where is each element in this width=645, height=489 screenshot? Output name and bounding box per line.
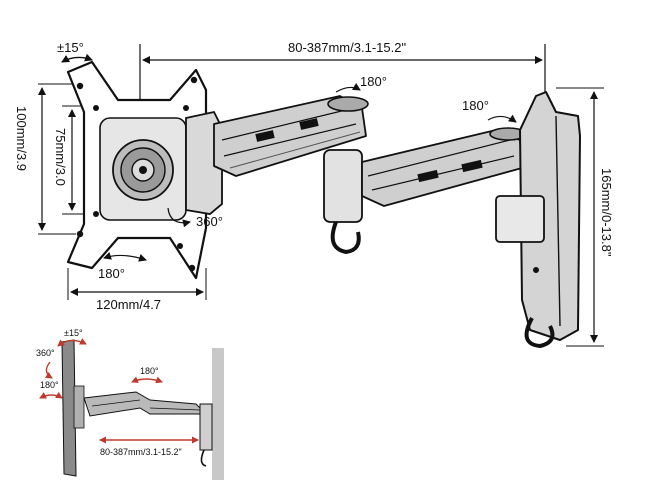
inset-rotate-label: 360° <box>36 348 55 358</box>
inset-arm-rib <box>91 399 141 407</box>
arm-slot <box>461 159 483 173</box>
inset-arm <box>83 391 208 417</box>
arm-link-two-rib <box>371 155 515 191</box>
vesa-hole-icon <box>183 105 189 111</box>
arm-link-two <box>361 129 523 207</box>
arm-link-one-rib <box>223 123 357 157</box>
rotation-wall-arrow-icon <box>487 114 517 123</box>
wall-plate-edge <box>555 115 561 327</box>
arm-link-one <box>213 95 367 177</box>
tilt-label: ±15° <box>57 40 84 55</box>
vesa-hole-icon <box>177 243 183 249</box>
arm-link-one-rib <box>229 131 361 169</box>
inset-swivel-arm-label: 180° <box>140 366 159 376</box>
vesa-width-label: 120mm/4.7 <box>96 297 161 312</box>
inset-tilt-arrow-icon <box>57 338 87 347</box>
vesa-hole-icon <box>190 76 198 84</box>
rotation-plate-arrow-icon <box>167 207 191 228</box>
swivel-bottom-label: 180° <box>98 266 125 281</box>
inset-cable-hook-icon <box>200 449 207 467</box>
wall-cable-hook-icon <box>524 317 555 349</box>
rotation-wall-label: 180° <box>462 98 489 113</box>
tilt-arrow-icon <box>61 53 93 63</box>
inset-extension-label: 80-387mm/3.1-15.2" <box>100 447 182 457</box>
middle-joint-top <box>327 96 369 112</box>
vesa-hole-icon <box>76 230 84 238</box>
rotation-plate-label: 360° <box>196 214 223 229</box>
rotation-mid-label: 180° <box>360 74 387 89</box>
wall-screw-icon <box>533 267 539 273</box>
inset-swivel-left-label: 180° <box>40 380 59 390</box>
tilt-bracket <box>185 110 223 215</box>
vesa-height-outer-label: 100mm/3.9 <box>14 106 29 171</box>
vesa-hole-icon <box>76 82 84 90</box>
swivel-bottom-arrow-icon <box>103 251 147 262</box>
middle-joint-body <box>323 149 363 223</box>
arm-slot <box>299 118 319 130</box>
vesa-height-inner-label: 75mm/3.0 <box>53 128 68 186</box>
inset-drawing: ±15° 360° 180° 180° 80-387mm/3.1-15.2" <box>36 328 224 480</box>
arm-link-two-rib <box>367 139 511 177</box>
main-drawing: ±15° 80-387mm/3.1-15.2" 100mm/3.9 75mm/3… <box>14 40 614 349</box>
inset-rotate-arrow-icon <box>45 361 53 379</box>
vesa-hole-icon <box>188 264 196 272</box>
inset-tilt-label: ±15° <box>64 328 83 338</box>
inset-arm-rib <box>149 407 201 411</box>
wall-joint-body <box>495 195 545 243</box>
inset-monitor-mount <box>73 385 85 429</box>
middle-cable-hook-icon <box>330 221 361 255</box>
inset-swivel-arm-arrow-icon <box>131 376 163 384</box>
inset-swivel-left-arrow-icon <box>39 391 63 399</box>
arm-slot <box>417 169 439 183</box>
wall-plate <box>519 91 581 341</box>
inset-wall-plate <box>199 403 213 451</box>
vesa-hole-icon <box>93 105 99 111</box>
extension-label: 80-387mm/3.1-15.2" <box>288 40 406 55</box>
vesa-hole-icon <box>93 211 99 217</box>
hub-bolt-icon <box>139 166 147 174</box>
arm-slot <box>255 130 275 142</box>
wall-plate-height-label: 165mm/0-13.8" <box>599 168 614 257</box>
rotation-mid-arrow-icon <box>335 82 361 93</box>
inset-wall <box>212 348 224 480</box>
arm-link-one-rib <box>221 107 355 141</box>
